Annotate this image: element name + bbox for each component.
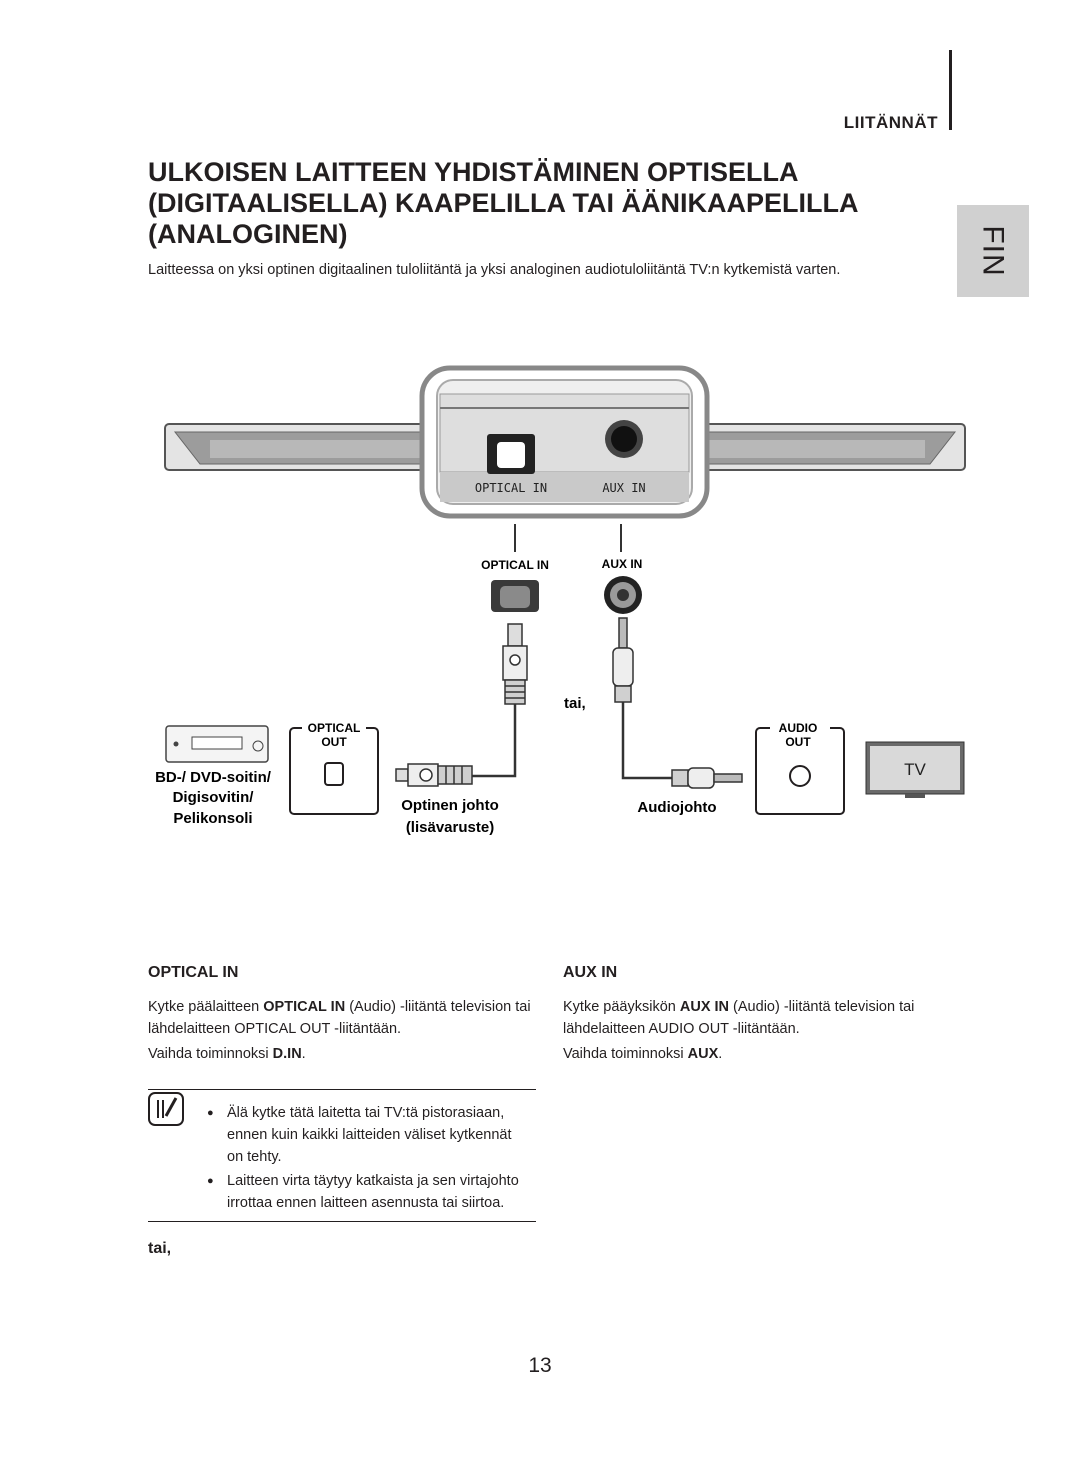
optical-cable-line: [472, 704, 517, 778]
aux-section: AUX IN Kytke pääyksikön AUX IN (Audio) -…: [563, 962, 943, 1065]
optical-plug: [502, 623, 528, 705]
audio-plug: [612, 617, 634, 703]
tv-label: TV: [904, 760, 926, 779]
note-item: Laitteen virta täytyy katkaista ja sen v…: [205, 1170, 530, 1214]
device-label-1: BD-/ DVD-soitin/: [155, 769, 272, 786]
note-icon: [148, 1092, 184, 1126]
optical-plug-horizontal: [395, 763, 473, 787]
optical-section: OPTICAL IN Kytke päälaitteen OPTICAL IN …: [148, 962, 538, 1065]
aux-in-jack: [604, 576, 642, 614]
optical-cable-label-1: Optinen johto: [401, 797, 498, 814]
note-top-rule: [148, 1089, 536, 1090]
panel-aux-label: AUX IN: [602, 481, 645, 495]
audio-plug-horizontal: [671, 767, 743, 789]
header-rule: [949, 50, 952, 130]
optical-cable-label-2: (lisävaruste): [406, 819, 494, 836]
audio-out-box: [755, 720, 845, 815]
optical-port-zoom: [487, 434, 535, 474]
section-name: LIITÄNNÄT: [843, 113, 938, 132]
note-bottom-rule: [148, 1221, 536, 1222]
device-label-2: Digisovitin/: [173, 789, 255, 806]
audio-out-label-1: AUDIO: [779, 721, 818, 735]
audio-out-label-2: OUT: [785, 735, 811, 749]
jack-aux-label: AUX IN: [602, 557, 643, 571]
language-tab: FIN: [957, 205, 1029, 297]
optical-instruction: Kytke päälaitteen OPTICAL IN (Audio) -li…: [148, 999, 531, 1037]
jack-optical-label: OPTICAL IN: [481, 558, 549, 572]
note-item: Älä kytke tätä laitetta tai TV:tä pistor…: [205, 1102, 530, 1168]
device-label-3: Pelikonsoli: [173, 810, 252, 827]
note-list: Älä kytke tätä laitetta tai TV:tä pistor…: [205, 1102, 530, 1216]
connection-diagram: OPTICAL IN AUX IN OPTICAL IN AUX IN tai,: [155, 365, 966, 836]
audio-cable-label: Audiojohto: [637, 799, 716, 816]
optical-out-label-2: OUT: [321, 735, 347, 749]
panel-optical-label: OPTICAL IN: [475, 481, 547, 495]
intro-text: Laitteessa on yksi optinen digitaalinen …: [148, 262, 841, 278]
connector-panel-zoom: OPTICAL IN AUX IN: [419, 365, 710, 519]
aux-instruction: Kytke pääyksikön AUX IN (Audio) -liitänt…: [563, 999, 915, 1037]
optical-heading: OPTICAL IN: [148, 964, 239, 981]
page-title: ULKOISEN LAITTEEN YHDISTÄMINEN OPTISELLA…: [148, 157, 858, 249]
tv-icon: [865, 741, 965, 798]
optical-in-jack: [491, 580, 539, 612]
page-number: 13: [528, 1354, 552, 1377]
optical-mode: Vaihda toiminnoksi D.IN.: [148, 1046, 306, 1062]
language-tab-label: FIN: [976, 225, 1010, 277]
aux-mode: Vaihda toiminnoksi AUX.: [563, 1046, 723, 1062]
or-middle-label: tai,: [564, 695, 586, 712]
source-device-icon: [165, 725, 269, 763]
audio-cable-line: [621, 702, 672, 780]
optical-out-label-1: OPTICAL: [308, 721, 361, 735]
aux-heading: AUX IN: [563, 964, 618, 981]
or-label: tai,: [148, 1240, 172, 1257]
aux-port-zoom: [605, 420, 643, 458]
optical-out-box: [289, 720, 379, 815]
